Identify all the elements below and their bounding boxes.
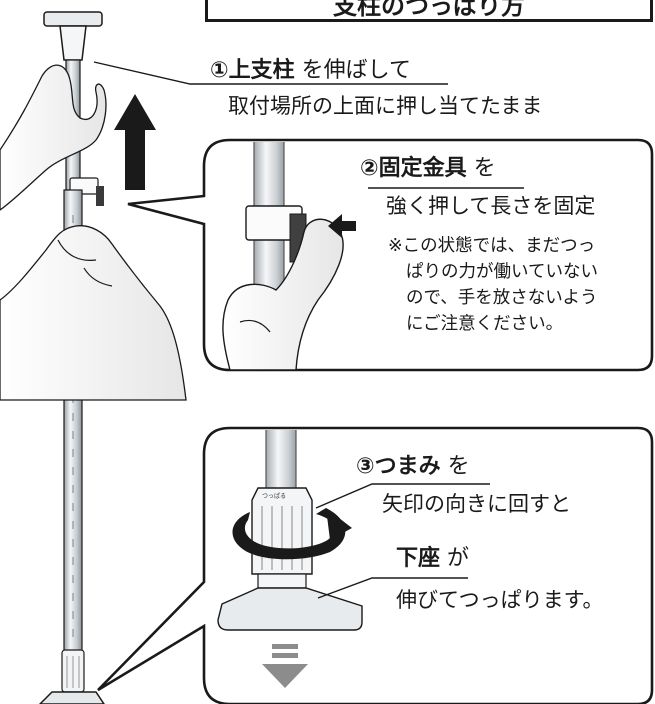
step1-heading: ①上支柱 を伸ばして — [210, 60, 411, 82]
caution-line-2: ぱりの力が働いていない — [406, 262, 598, 282]
step3-name: ③つまみ — [356, 454, 441, 479]
press-arrow-icon — [328, 214, 356, 238]
callout-leader-step1 — [93, 61, 448, 85]
base-suffix: が — [440, 546, 470, 571]
base-name: 下座 — [396, 546, 441, 571]
step3-suffix: を — [440, 454, 470, 479]
step1-suffix: を伸ばして — [294, 58, 411, 83]
hand-illustration-left — [0, 64, 187, 401]
callout-box-step2 — [127, 138, 654, 372]
page-title: 支柱のつっぱり方 — [333, 0, 525, 20]
up-arrow-icon — [114, 94, 156, 190]
knob-label: つっぱる — [262, 493, 286, 500]
callout-box-step3 — [97, 426, 654, 704]
down-arrow-icon — [262, 644, 308, 688]
rotate-arrow-icon — [232, 508, 346, 560]
step2-heading: ②固定金具 を — [360, 158, 496, 180]
step2-suffix: を — [466, 156, 496, 181]
step3-heading: ③つまみ を — [356, 456, 470, 478]
caution-line-3: ので、手を放さないよう — [406, 288, 598, 308]
base-heading: 下座 が — [396, 548, 469, 570]
step2-name: ②固定金具 — [360, 156, 467, 181]
page-title-box: 支柱のつっぱり方 — [205, 0, 653, 22]
caution-line-1: ※この状態では、まだつっ — [388, 236, 596, 256]
base-instruction: 伸びてつっぱります。 — [396, 588, 604, 612]
step3-instruction: 矢印の向きに回すと — [382, 492, 571, 516]
step2-caution-note: ※この状態では、まだつっ ぱりの力が働いていない ので、手を放さないよう にご注… — [388, 233, 598, 337]
caution-line-4: にご注意ください。 — [406, 314, 564, 334]
step1-name: ①上支柱 — [210, 58, 295, 83]
step1-instruction: 取付場所の上面に押し当てたまま — [228, 94, 543, 118]
step2-instruction: 強く押して長さを固定 — [386, 194, 596, 218]
